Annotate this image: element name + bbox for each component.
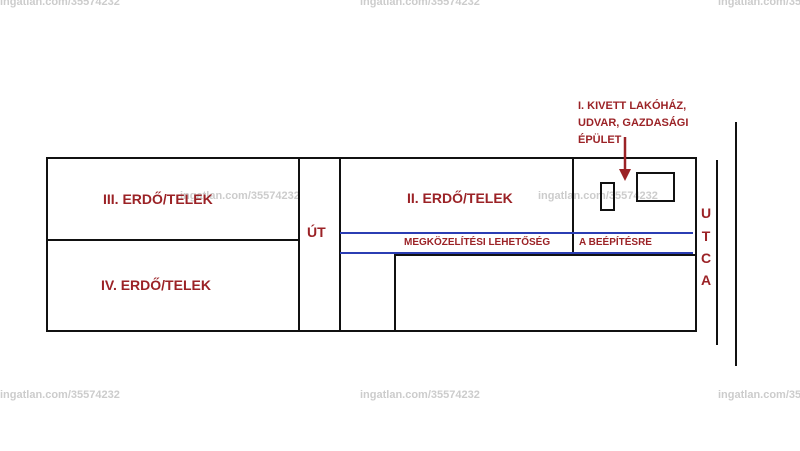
watermark-top-center: ingatlan.com/35574232 bbox=[360, 0, 480, 8]
street-edge-outer bbox=[735, 122, 737, 366]
callout-line-2: UDVAR, GAZDASÁGI bbox=[578, 117, 689, 129]
plot-iii-label: III. ERDŐ/TELEK bbox=[103, 191, 213, 207]
street-edge-inner bbox=[716, 160, 718, 345]
access-line-bottom bbox=[340, 252, 693, 254]
inner-block-left bbox=[394, 254, 396, 332]
callout-line-1: I. KIVETT LAKÓHÁZ, bbox=[578, 100, 687, 112]
callout-arrow-icon bbox=[619, 137, 631, 181]
plot-iv-label: IV. ERDŐ/TELEK bbox=[101, 277, 211, 293]
build-label: A BEÉPÍTÉSRE bbox=[579, 237, 652, 248]
watermark-plot-2: ingatlan.com/35574232 bbox=[538, 190, 658, 202]
street-letter-c: C bbox=[700, 250, 712, 266]
street-letter-a: A bbox=[700, 272, 712, 288]
building-small bbox=[600, 182, 615, 211]
road-strip bbox=[298, 157, 341, 332]
inner-block-top bbox=[394, 254, 697, 256]
road-label: ÚT bbox=[307, 224, 326, 240]
plot-ii-label: II. ERDŐ/TELEK bbox=[407, 190, 513, 206]
callout-line-3: ÉPÜLET bbox=[578, 134, 622, 146]
watermark-top-right: ingatlan.com/35574232 bbox=[718, 0, 800, 8]
building-house bbox=[636, 172, 675, 202]
access-label: MEGKÖZELÍTÉSI LEHETŐSÉG bbox=[404, 237, 551, 248]
plot-ii-and-i bbox=[339, 157, 697, 332]
street-letter-t: T bbox=[701, 228, 711, 244]
watermark-bottom-left: ingatlan.com/35574232 bbox=[0, 389, 120, 401]
watermark-bottom-center: ingatlan.com/35574232 bbox=[360, 389, 480, 401]
watermark-top-left: ingatlan.com/35574232 bbox=[0, 0, 120, 8]
access-line-top bbox=[340, 232, 693, 234]
watermark-bottom-right: ingatlan.com/35574232 bbox=[718, 389, 800, 401]
street-letter-u: U bbox=[700, 205, 712, 221]
watermark-plot-3: ingatlan.com/35574232 bbox=[180, 190, 300, 202]
divider-plot-i bbox=[572, 157, 574, 254]
